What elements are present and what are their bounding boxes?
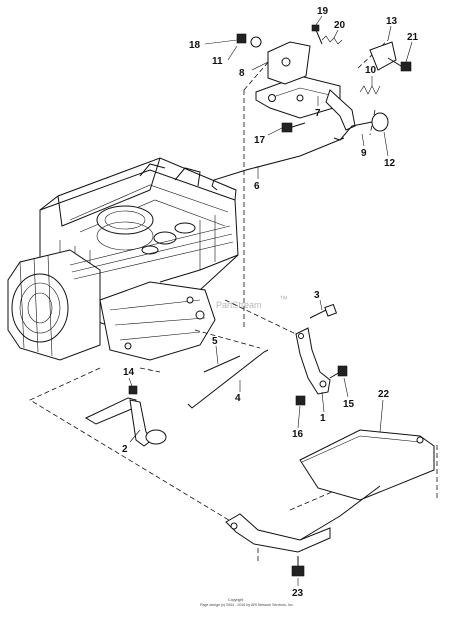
callout-11: 11 <box>212 56 223 67</box>
washer-18 <box>250 36 262 48</box>
callout-23: 23 <box>292 588 304 599</box>
engine-block <box>7 157 239 361</box>
callout-13: 13 <box>386 16 398 27</box>
callout-leader-lines <box>128 15 413 586</box>
footer-page-design: Page design (c) 2004 - 2016 by ARI Netwo… <box>200 603 294 607</box>
callout-15: 15 <box>343 399 355 410</box>
watermark-tm: ™ <box>279 294 288 304</box>
callout-5: 5 <box>212 336 218 347</box>
callout-10: 10 <box>365 65 377 76</box>
link-rod-6 <box>211 137 345 187</box>
knob-12 <box>351 112 389 132</box>
screw-15 <box>329 365 348 379</box>
callout-21: 21 <box>407 32 419 43</box>
callout-20: 20 <box>334 20 346 31</box>
shroud-22 <box>299 429 435 501</box>
callout-3: 3 <box>314 290 320 301</box>
callout-18: 18 <box>189 40 201 51</box>
spring-10 <box>359 85 381 95</box>
callout-8: 8 <box>239 68 245 79</box>
bottom-bracket-23 <box>225 485 381 577</box>
rod-5 <box>203 355 241 373</box>
spring-20 <box>321 35 343 45</box>
watermark-text: PartStream <box>216 300 262 310</box>
callout-9: 9 <box>361 148 367 159</box>
callout-6: 6 <box>254 181 260 192</box>
footer-copyright: Copyright <box>228 598 243 602</box>
callout-1: 1 <box>320 413 326 424</box>
lever-1 <box>295 327 331 395</box>
callout-16: 16 <box>292 429 304 440</box>
callout-17: 17 <box>254 135 266 146</box>
callout-4: 4 <box>235 393 241 404</box>
callout-7: 7 <box>315 108 321 119</box>
bolt-21 <box>387 57 412 72</box>
upper-control-bracket-group <box>211 24 412 191</box>
callout-14: 14 <box>123 367 135 378</box>
nut-14 <box>128 385 138 395</box>
callout-2: 2 <box>122 444 128 455</box>
copyright-footer: Copyright Page design (c) 2004 - 2016 by… <box>200 598 294 607</box>
nut-11 <box>236 33 247 44</box>
lower-lever-group <box>84 303 435 577</box>
bolt-17 <box>281 122 306 133</box>
callout-12: 12 <box>384 158 396 169</box>
screw-19 <box>311 24 323 45</box>
link-rod-4 <box>187 349 269 409</box>
arm-2 <box>84 397 167 447</box>
partstream-watermark: PartStream ™ <box>216 294 288 310</box>
callout-labels: 1 2 3 4 5 6 7 8 9 10 11 12 13 14 15 16 1… <box>122 6 419 599</box>
callout-22: 22 <box>378 389 390 400</box>
callout-19: 19 <box>317 6 329 17</box>
nut-16 <box>295 395 306 406</box>
